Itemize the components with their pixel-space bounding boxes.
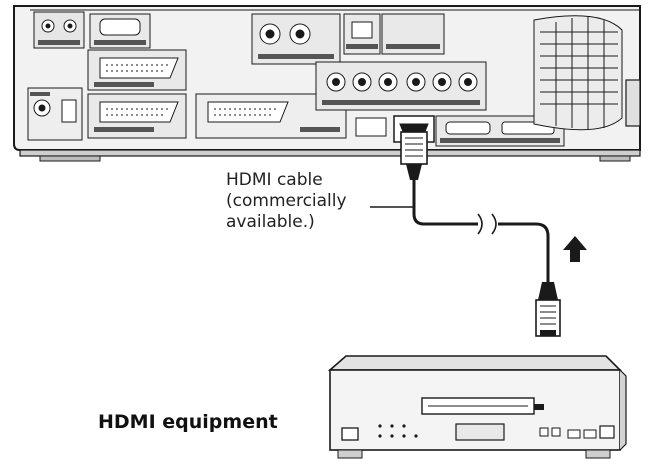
usb-port: [355, 117, 387, 137]
rca-block-top: [251, 13, 341, 65]
cable-plug-top: [400, 131, 428, 180]
arrow-up-icon: [563, 236, 587, 262]
antenna-jacks: [27, 87, 83, 141]
hdmi-cable: [370, 131, 561, 337]
cable-label-line-2: (commercially: [226, 191, 347, 211]
hdmi-equipment-label: HDMI equipment: [98, 411, 278, 433]
vent-grille: [533, 15, 623, 131]
hdmi-equipment-device: [327, 355, 627, 459]
hdmi-cable-label: HDMI cable (commercially available.): [226, 170, 376, 233]
scart-port-1: [87, 49, 187, 91]
cable-plug-bottom: [535, 282, 561, 337]
power-button-icon: [341, 427, 359, 441]
rca-block-middle: [315, 61, 487, 111]
top-left-jack-block: [33, 11, 85, 49]
tv-rear-panel: [13, 5, 641, 162]
optical-port: [343, 13, 381, 55]
scart-port-2: [87, 93, 187, 139]
cable-label-line-1: HDMI cable: [226, 170, 323, 190]
serial-port: [89, 13, 151, 49]
cable-label-line-3: available.): [226, 212, 315, 232]
